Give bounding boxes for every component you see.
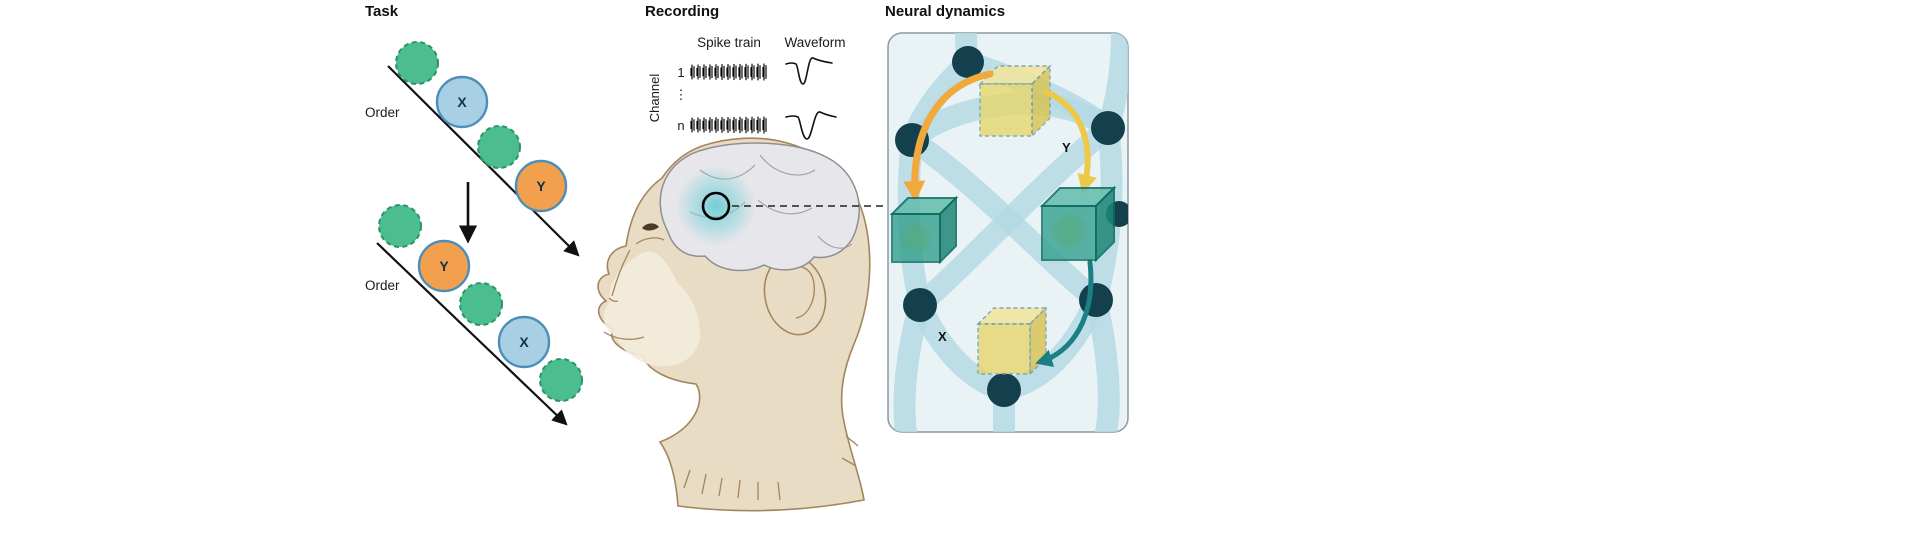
transition-arrow-teal xyxy=(1035,259,1094,368)
waveform-row-n xyxy=(785,111,837,140)
monkey-brow-line xyxy=(635,237,665,245)
spike-train-row-n xyxy=(690,116,767,134)
distractor-circle xyxy=(539,358,583,402)
monkey-eye xyxy=(642,223,659,231)
item-x-label-top: X xyxy=(457,94,467,110)
recording-panel: Recording Spike train Waveform Channel 1… xyxy=(597,3,886,512)
state-cube-active-left xyxy=(889,195,959,265)
order-label-bottom: Order xyxy=(365,278,400,293)
distractor-circle xyxy=(378,204,422,248)
distractor-circle xyxy=(459,282,503,326)
monkey-fur-strokes xyxy=(683,435,859,501)
recording-site-glow xyxy=(676,166,756,246)
item-x-circle-top xyxy=(435,75,489,129)
channel-1-label: 1 xyxy=(677,65,684,80)
item-y-circle-top xyxy=(514,159,568,213)
bottom-sequence-arrow xyxy=(376,242,568,426)
monkey-muzzle xyxy=(603,251,700,367)
state-cube-active-right xyxy=(1039,185,1117,263)
spike-train-row-1 xyxy=(690,63,767,81)
item-y-label-top: Y xyxy=(536,178,546,194)
state-cube-x-inactive xyxy=(976,306,1048,376)
distractor-circle xyxy=(477,125,521,169)
neural-network-lattice xyxy=(889,33,1128,432)
neural-dynamics-panel: Neural dynamics xyxy=(885,3,1129,433)
state-label-y: Y xyxy=(1062,140,1071,155)
item-y-circle-bottom xyxy=(417,239,471,293)
transition-arrow-orange xyxy=(903,70,994,202)
monkey-nostril xyxy=(608,297,619,303)
waveform-row-1 xyxy=(785,57,833,85)
item-y-label-bottom: Y xyxy=(439,258,449,274)
task-panel-title: Task xyxy=(365,3,399,20)
channel-ellipsis: ⋮ xyxy=(675,87,688,102)
monkey-nose-bridge xyxy=(611,249,631,297)
item-x-label-bottom: X xyxy=(519,334,529,350)
recording-site-circle xyxy=(701,191,731,221)
neural-panel-title: Neural dynamics xyxy=(885,3,1005,20)
transition-arrow-yellow xyxy=(1043,89,1097,194)
item-x-circle-bottom xyxy=(497,315,551,369)
state-cube-y-inactive xyxy=(978,64,1052,138)
waveform-header: Waveform xyxy=(784,35,845,50)
task-panel: Task Order X Y Order Y X xyxy=(365,3,583,426)
recording-panel-title: Recording xyxy=(645,3,719,20)
state-label-x: X xyxy=(938,329,947,344)
distractor-circle xyxy=(395,41,439,85)
channel-n-label: n xyxy=(677,118,684,133)
spike-train-header: Spike train xyxy=(697,35,761,50)
monkey-illustration xyxy=(597,137,886,512)
channel-axis-label: Channel xyxy=(647,74,662,123)
monkey-mouth xyxy=(603,331,645,340)
order-label-top: Order xyxy=(365,105,400,120)
